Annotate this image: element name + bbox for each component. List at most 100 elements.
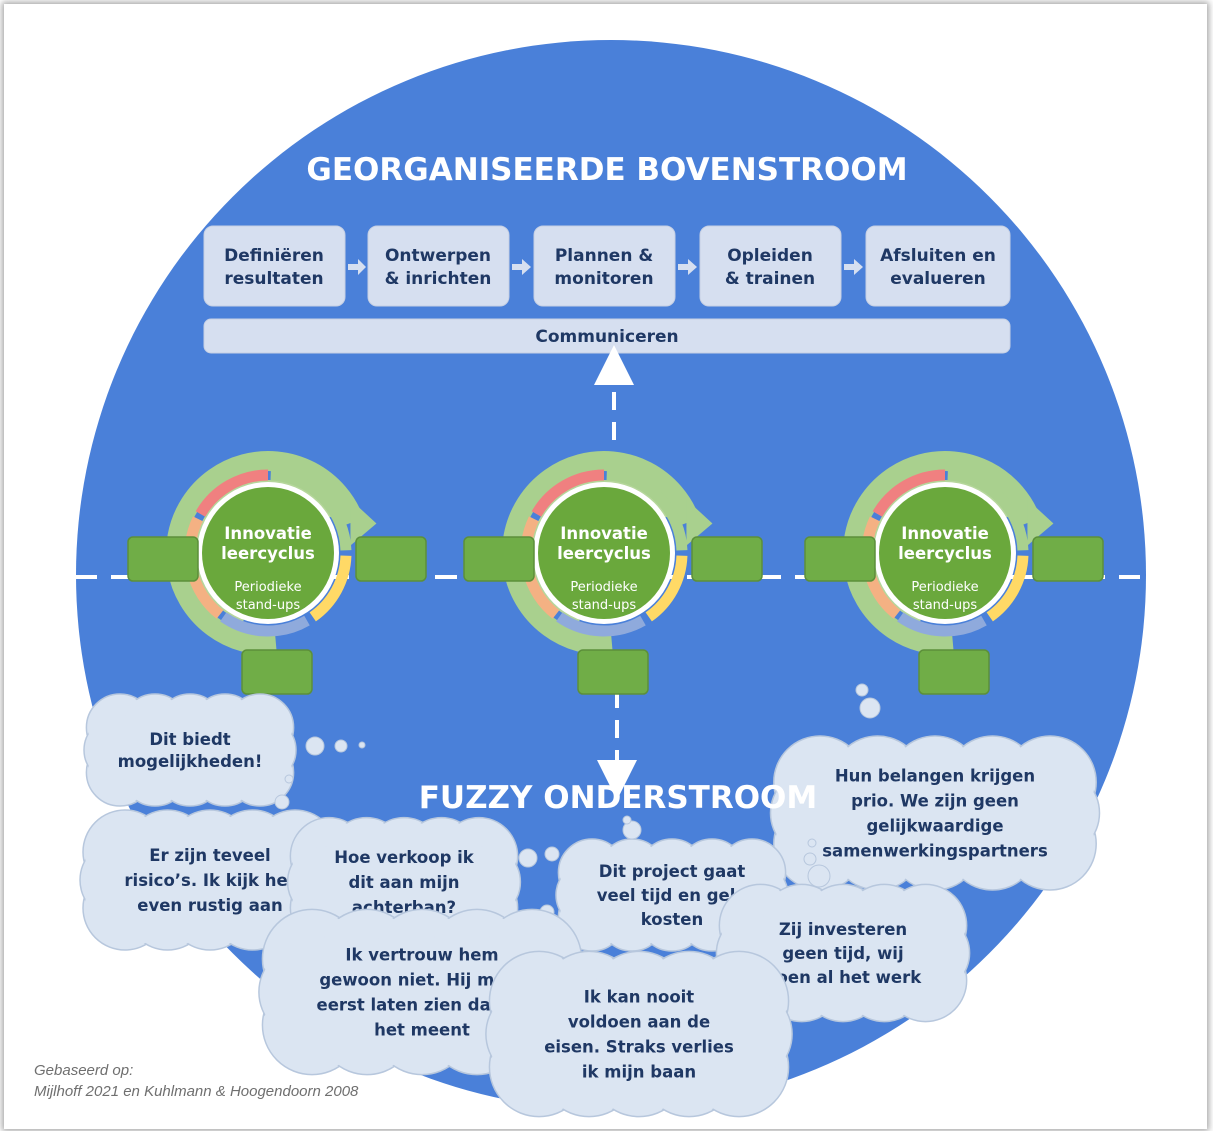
- thought-text: doen al het werk: [765, 968, 923, 987]
- thought-text: het meent: [374, 1020, 470, 1039]
- thought-text: dit aan mijn: [348, 873, 459, 892]
- cycle-green-block: [804, 536, 876, 582]
- process-step-line: Afsluiten en: [880, 246, 996, 266]
- step-arrows: [348, 259, 863, 275]
- process-step: Afsluiten en evalueren: [865, 225, 1011, 307]
- cycle-segment: [897, 612, 987, 637]
- thought-text: gewoon niet. Hij moet: [319, 970, 524, 989]
- cycle-center: [538, 487, 670, 619]
- process-step-line: Plannen &: [555, 246, 654, 266]
- cycle-segment: [986, 555, 1029, 622]
- thought-text: Hoe verkoop ik: [334, 848, 475, 867]
- cycle-segment: [556, 612, 646, 637]
- cycle-segment: [270, 469, 352, 551]
- cycle-subtitle: stand-ups: [236, 598, 301, 613]
- process-step-line: Opleiden: [727, 246, 813, 266]
- cycle-arrow-ring: [502, 451, 700, 655]
- thought-bubble: Ik kan nooit voldoen aan de eisen. Straks …: [485, 950, 793, 1118]
- thought-dots: [803, 838, 831, 888]
- process-steps: Definiëren resultaten Ontwerpen & inrich…: [203, 225, 1011, 307]
- thought-text: veel tijd en geld: [597, 886, 747, 905]
- cycle-segment: [531, 469, 605, 517]
- cycle-green-block: [355, 536, 427, 582]
- thought-text: Ik vertrouw hem: [345, 945, 498, 964]
- process-step-line: Definiëren: [224, 246, 324, 266]
- cycle-title: leercyclus: [557, 544, 651, 563]
- thought-text: kosten: [641, 910, 704, 929]
- process-step: Opleiden & trainen: [699, 225, 842, 307]
- cycle-title: leercyclus: [898, 544, 992, 563]
- cycle-green-block: [918, 649, 990, 695]
- cycle-green-block: [241, 649, 313, 695]
- cycle-subtitle: Periodieke: [570, 580, 637, 595]
- thought-text: eisen. Straks verlies: [544, 1037, 734, 1056]
- cycle-segment: [195, 469, 269, 517]
- cycle-green-block: [577, 649, 649, 695]
- cycle-arrowhead-icon: [1027, 499, 1054, 546]
- thought-text: samenwerkingspartners: [822, 841, 1048, 860]
- cycle-segment: [220, 612, 310, 637]
- cycle-segment: [645, 555, 688, 622]
- cycle-subtitle: stand-ups: [572, 598, 637, 613]
- cycle-green-block: [463, 536, 535, 582]
- cycle-arrow-ring: [166, 451, 364, 655]
- cycle-segment: [309, 555, 352, 622]
- cycle-title: Innovatie: [560, 524, 648, 543]
- arrow-icon: [678, 259, 697, 275]
- thought-text: Ik kan nooit: [584, 987, 695, 1006]
- process-step-line: & trainen: [725, 269, 815, 289]
- process-step-line: monitoren: [554, 269, 653, 289]
- cycle-subtitle: stand-ups: [913, 598, 978, 613]
- cycle-green-block: [127, 536, 199, 582]
- process-step: Plannen & monitoren: [533, 225, 676, 307]
- arrow-icon: [348, 259, 366, 275]
- thought-text: even rustig aan: [137, 896, 282, 915]
- process-step-line: resultaten: [224, 269, 323, 289]
- cycle-title: leercyclus: [221, 544, 315, 563]
- cycle-subtitle: Periodieke: [911, 580, 978, 595]
- thought-text: gelijkwaardige: [866, 816, 1003, 835]
- thought-text: Zij investeren: [779, 920, 907, 939]
- arrow-icon: [512, 259, 531, 275]
- cycle-green-block: [691, 536, 763, 582]
- cycle-title: Innovatie: [224, 524, 312, 543]
- thought-text: geen tijd, wij: [782, 944, 903, 963]
- cycle-subtitle: Periodieke: [234, 580, 301, 595]
- cycle-segment: [872, 469, 946, 517]
- thought-text: Hun belangen krijgen: [835, 766, 1035, 785]
- process-step: Definiëren resultaten: [203, 225, 346, 307]
- thought-text: mogelijkheden!: [118, 752, 263, 771]
- thought-text: risico’s. Ik kijk het: [124, 871, 295, 890]
- thought-text: Er zijn teveel: [149, 846, 270, 865]
- thought-dots: [305, 736, 366, 756]
- cycle-center: [202, 487, 334, 619]
- thought-text: voldoen aan de: [568, 1012, 710, 1031]
- thought-text: ik mijn baan: [582, 1062, 696, 1081]
- footnote-line-2: Mijlhoff 2021 en Kuhlmann & Hoogendoorn …: [34, 1083, 359, 1100]
- cycle-arrowhead-icon: [350, 499, 377, 546]
- thought-text: Dit project gaat: [599, 862, 746, 881]
- cycles-group: InnovatieleercyclusPeriodiekestand-upsIn…: [127, 451, 1104, 695]
- cycle-title: Innovatie: [901, 524, 989, 543]
- thought-dots: [622, 815, 642, 840]
- communication-label: Communiceren: [535, 327, 678, 347]
- cycle-green-block: [1032, 536, 1104, 582]
- arrow-icon: [844, 259, 863, 275]
- thought-dots: [855, 683, 881, 719]
- cycle-arrowhead-icon: [686, 499, 713, 546]
- process-step-line: Ontwerpen: [385, 246, 491, 266]
- process-step: Ontwerpen & inrichten: [367, 225, 510, 307]
- footnote-line-1: Gebaseerd op:: [34, 1062, 134, 1079]
- lower-stream-title: FUZZY ONDERSTROOM: [419, 780, 818, 816]
- thought-text: eerst laten zien dat hij: [317, 995, 528, 1014]
- process-step-line: & inrichten: [385, 269, 492, 289]
- process-step-line: evalueren: [890, 269, 986, 289]
- cycle-arrow-ring: [843, 451, 1041, 655]
